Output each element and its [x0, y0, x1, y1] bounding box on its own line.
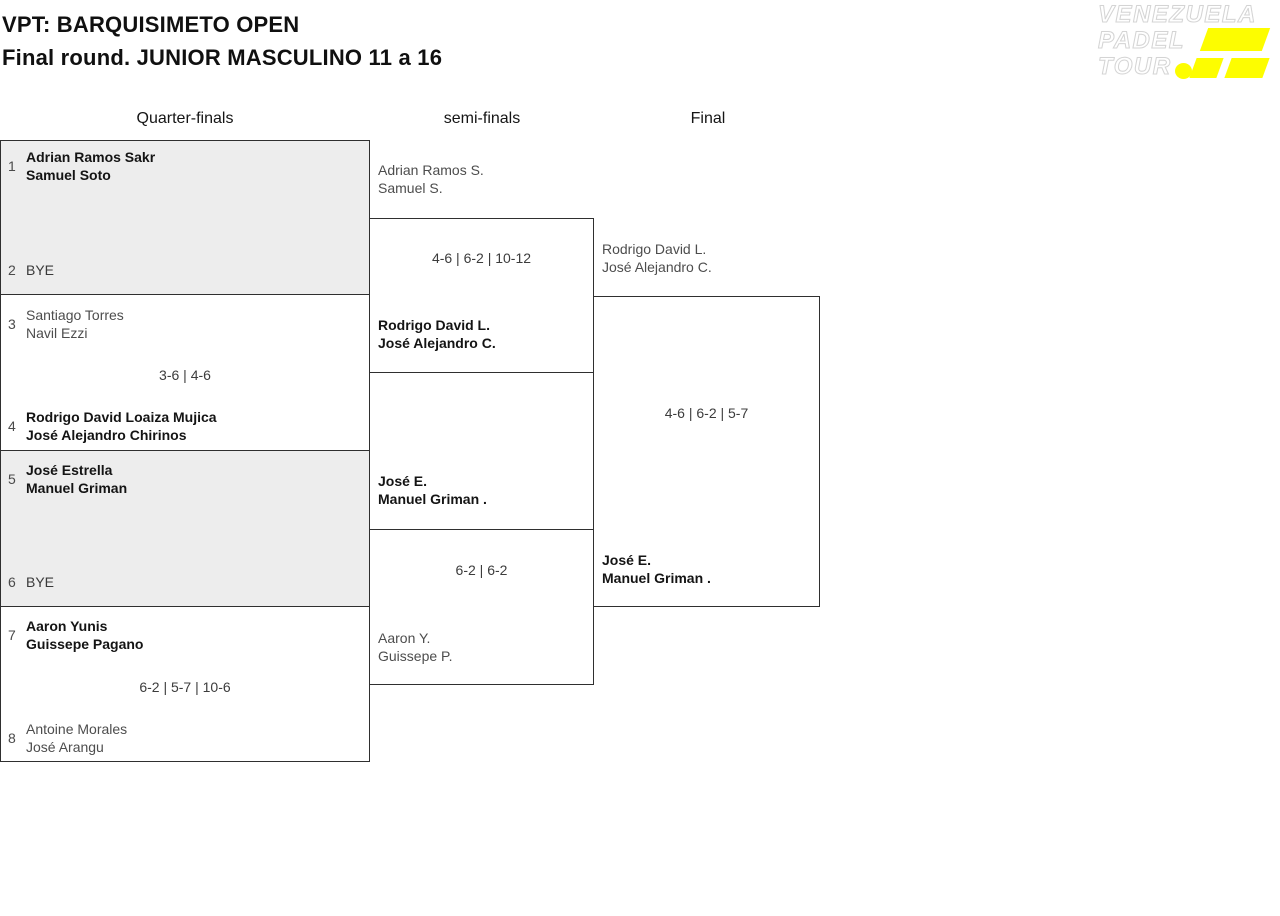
- match-box-sf1: [369, 218, 594, 373]
- match-score-qf2: 3-6 | 4-6: [159, 367, 211, 383]
- player-name: Adrian Ramos Sakr: [26, 149, 156, 165]
- seed-number: 2: [8, 262, 16, 278]
- team-qf4-bottom: 8 Antoine Morales José Arangu: [8, 720, 127, 756]
- player-name: Manuel Griman: [26, 480, 128, 496]
- player-name: Adrian Ramos S.: [378, 162, 484, 178]
- bye-label: BYE: [26, 574, 55, 590]
- team-qf2-bottom: 4 Rodrigo David Loaiza Mujica José Aleja…: [8, 408, 217, 444]
- player-name: José Alejandro C.: [602, 259, 712, 275]
- bye-label: BYE: [26, 262, 55, 278]
- team-qf1-bottom-bye: 2 BYE: [8, 261, 54, 279]
- player-name: Guissepe Pagano: [26, 636, 144, 652]
- match-box-qf3: [0, 450, 370, 607]
- vpt-logo: VENEZUELA PADEL TOUR: [1098, 1, 1276, 90]
- player-name: Samuel Soto: [26, 167, 111, 183]
- team-final-bottom: José E. Manuel Griman .: [602, 551, 711, 587]
- player-name: José Alejandro Chirinos: [26, 427, 187, 443]
- player-name: Antoine Morales: [26, 721, 128, 737]
- logo-dot-icon: [1175, 63, 1192, 79]
- match-score-qf4: 6-2 | 5-7 | 10-6: [139, 679, 231, 695]
- player-name: Aaron Y.: [378, 630, 431, 646]
- player-name: José Alejandro C.: [378, 335, 496, 351]
- player-name: Rodrigo David L.: [602, 241, 707, 257]
- seed-number: 7: [8, 627, 16, 643]
- seed-number: 8: [8, 730, 16, 746]
- team-qf3-top: 5 José Estrella Manuel Griman: [8, 461, 127, 497]
- player-name: Navil Ezzi: [26, 325, 88, 341]
- team-qf3-bottom-bye: 6 BYE: [8, 573, 54, 591]
- round-header-final: Final: [690, 110, 726, 127]
- round-category-subtitle: Final round. JUNIOR MASCULINO 11 a 16: [2, 45, 443, 70]
- logo-wordmark: VENEZUELA PADEL TOUR: [1098, 1, 1257, 80]
- player-name: José Estrella: [26, 462, 113, 478]
- player-name: José E.: [378, 473, 428, 489]
- seed-number: 1: [8, 158, 16, 174]
- team-qf1-top: 1 Adrian Ramos Sakr Samuel Soto: [8, 148, 155, 184]
- match-box-qf1: [0, 140, 370, 295]
- match-box-final: [593, 296, 820, 607]
- player-name: Aaron Yunis: [26, 618, 108, 634]
- round-header-semi-finals: semi-finals: [443, 110, 521, 127]
- seed-number: 6: [8, 574, 16, 590]
- team-final-top: Rodrigo David L. José Alejandro C.: [602, 240, 712, 276]
- player-name: Santiago Torres: [26, 307, 124, 323]
- match-score-final: 4-6 | 6-2 | 5-7: [664, 405, 749, 421]
- seed-number: 4: [8, 418, 16, 434]
- team-sf1-bottom: Rodrigo David L. José Alejandro C.: [378, 316, 496, 352]
- player-name: José Arangu: [26, 739, 104, 755]
- team-qf4-top: 7 Aaron Yunis Guissepe Pagano: [8, 617, 143, 653]
- seed-number: 5: [8, 471, 16, 487]
- page-title: VPT: BARQUISIMETO OPEN Final round. JUNI…: [2, 8, 442, 74]
- player-name: Rodrigo David Loaiza Mujica: [26, 409, 217, 425]
- player-name: Rodrigo David L.: [378, 317, 490, 333]
- match-box-qf4: [0, 606, 370, 762]
- match-score-sf2: 6-2 | 6-2: [455, 562, 508, 578]
- match-score-sf1: 4-6 | 6-2 | 10-12: [431, 250, 532, 266]
- team-sf2-bottom: Aaron Y. Guissepe P.: [378, 629, 452, 665]
- team-sf1-top: Adrian Ramos S. Samuel S.: [378, 161, 484, 197]
- match-box-qf2: [0, 294, 370, 451]
- logo-parallelogram-icon: [1199, 28, 1271, 51]
- player-name: José E.: [602, 552, 652, 568]
- round-header-quarter-finals: Quarter-finals: [136, 110, 234, 127]
- seed-number: 3: [8, 316, 16, 332]
- player-name: Guissepe P.: [378, 648, 453, 664]
- tournament-title: VPT: BARQUISIMETO OPEN: [2, 12, 300, 37]
- team-qf2-top: 3 Santiago Torres Navil Ezzi: [8, 306, 124, 342]
- player-name: Manuel Griman .: [378, 491, 487, 507]
- team-sf2-top: José E. Manuel Griman .: [378, 472, 487, 508]
- logo-parallelogram-icon: [1224, 58, 1270, 78]
- player-name: Samuel S.: [378, 180, 443, 196]
- player-name: Manuel Griman .: [602, 570, 711, 586]
- match-box-sf2: [369, 529, 594, 685]
